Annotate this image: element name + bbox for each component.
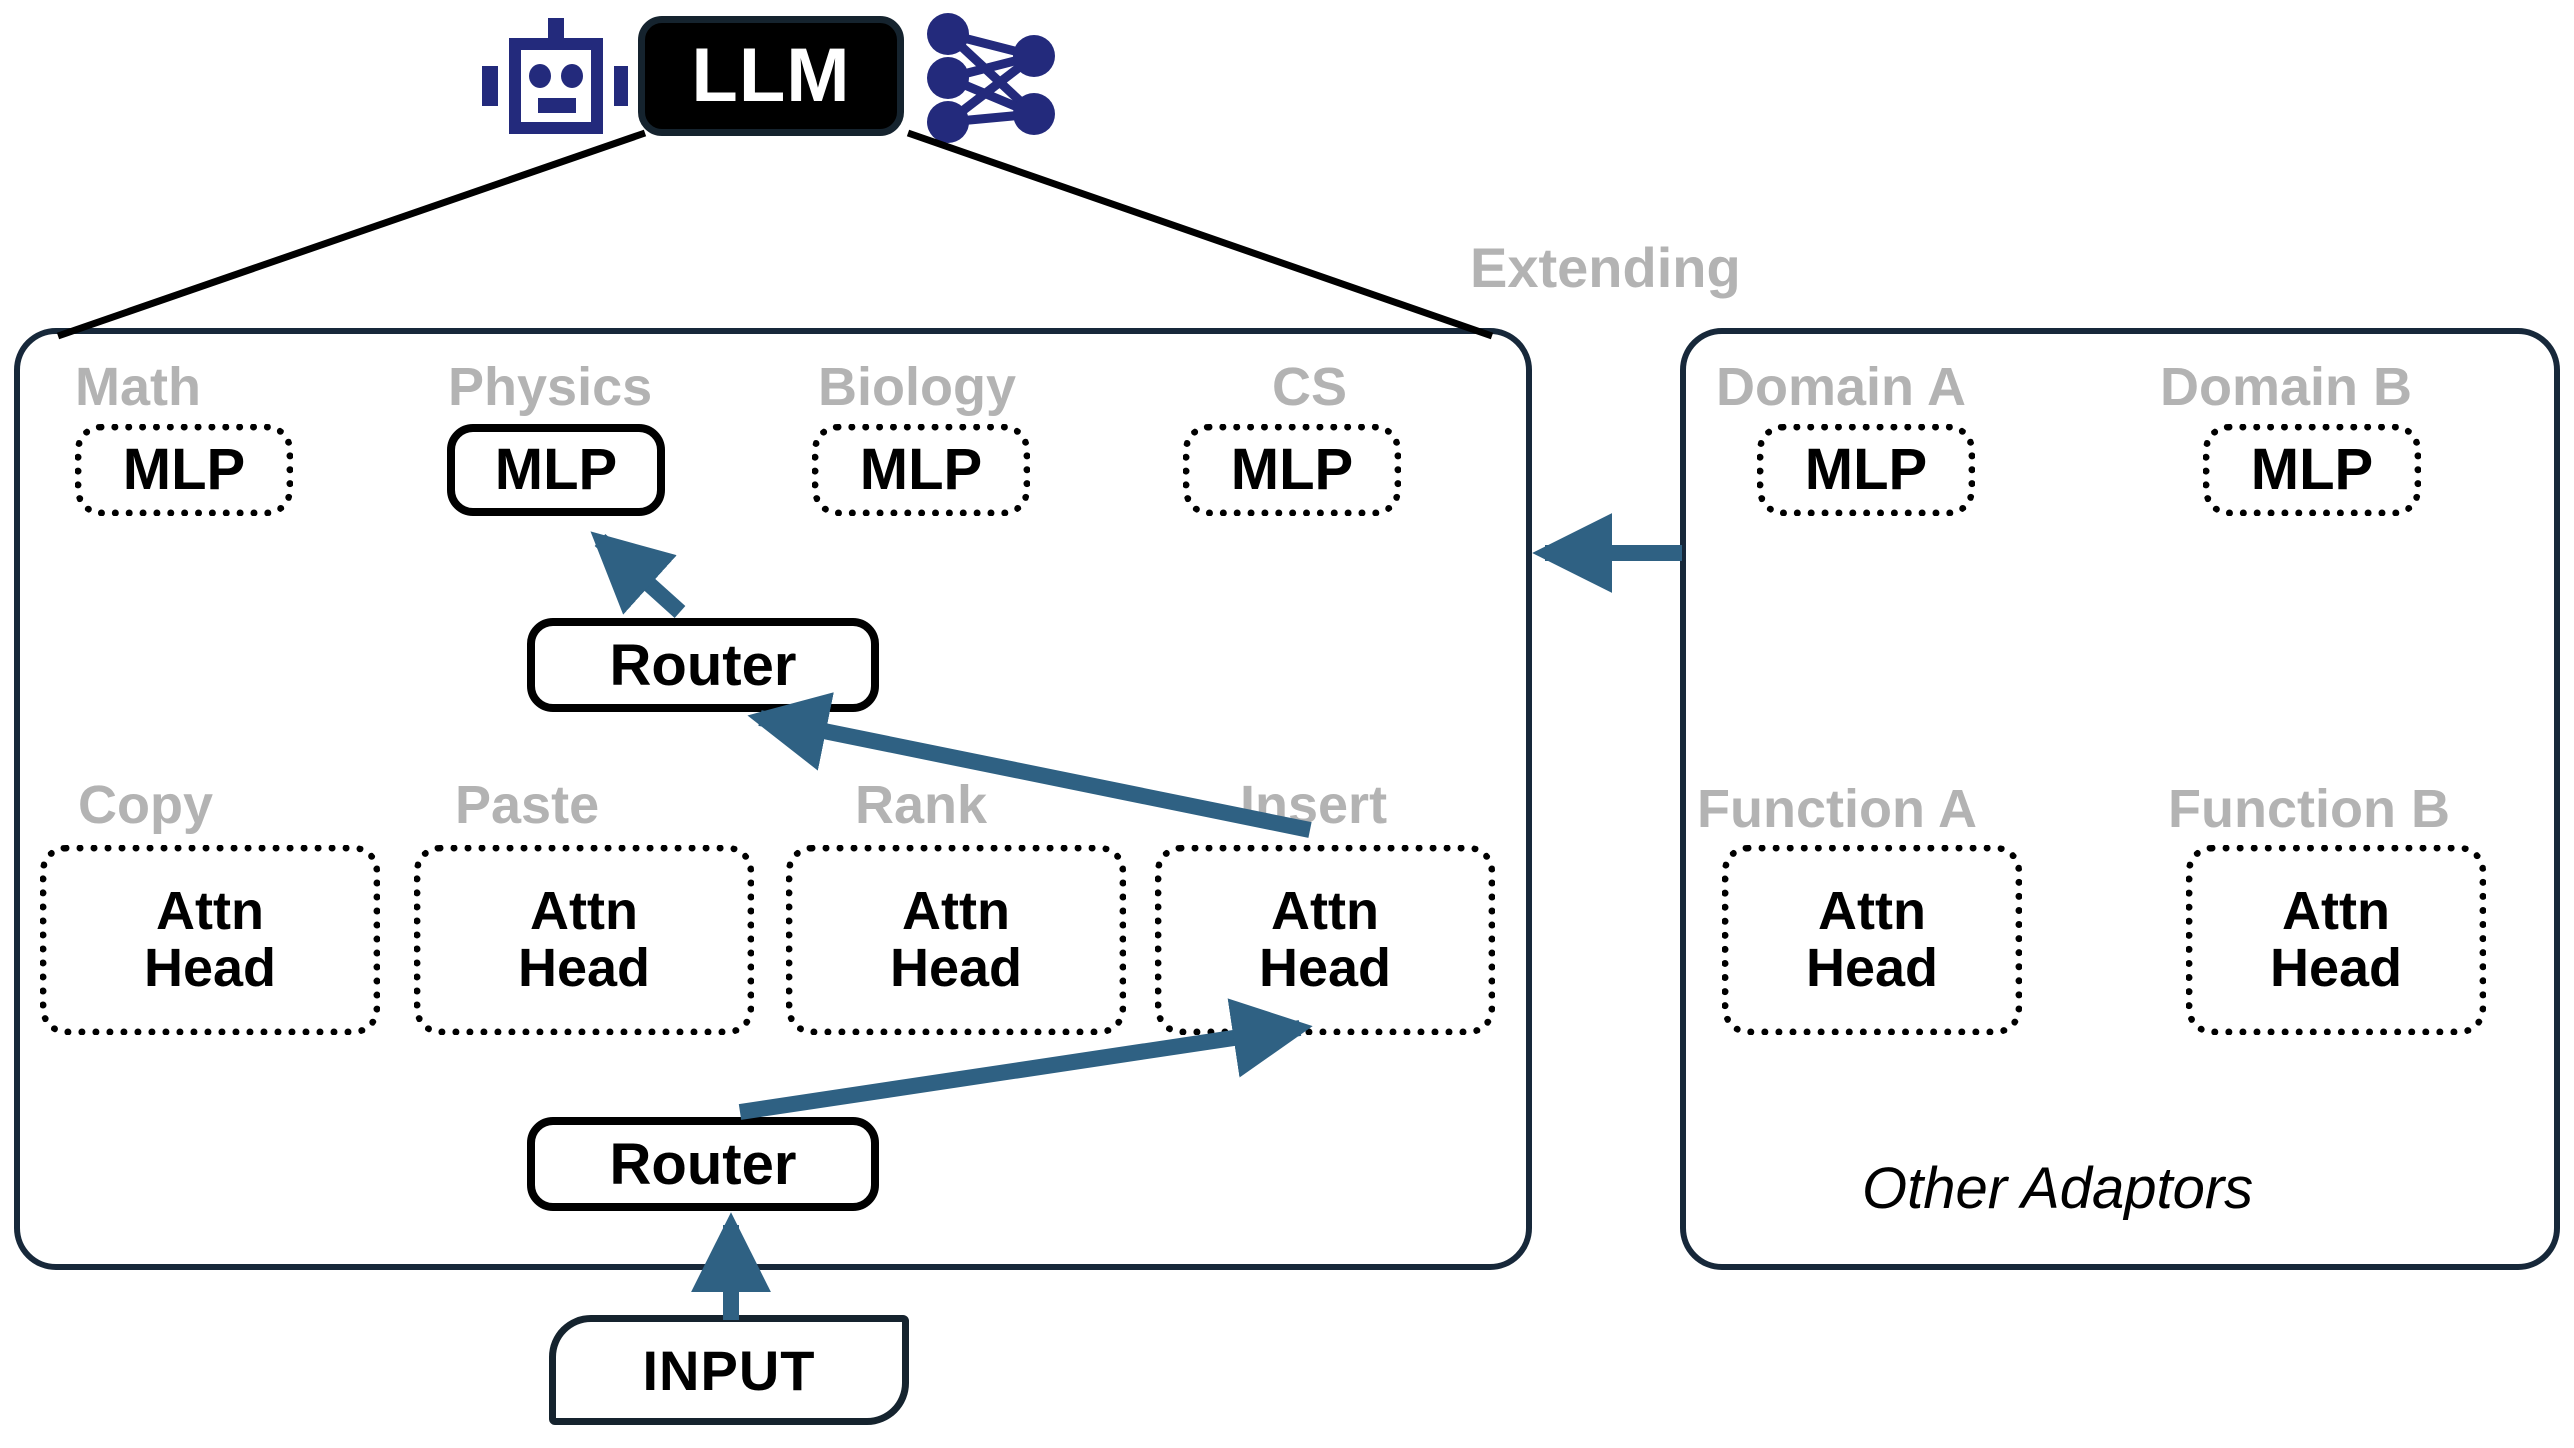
adaptor-attn-paste-text: Attn Head [518,883,650,996]
adaptor-attn-rank-line2: Head [889,938,1023,998]
adaptor-attn-copy[interactable]: Attn Head [40,845,380,1035]
adaptor-attn-rank[interactable]: Attn Head [786,845,1126,1035]
adaptor-mlp-cs[interactable]: MLP [1183,424,1401,516]
llm-box: LLM [638,16,904,136]
adaptor-mlp-math[interactable]: MLP [75,424,293,516]
adaptor-attn-paste-line2: Head [517,938,651,998]
other-adaptors-note: Other Adaptors [1862,1156,2254,1221]
adaptor-mlp-domain-a[interactable]: MLP [1757,424,1975,516]
group-label-domain-a: Domain A [1716,357,1967,417]
adaptor-attn-function-a[interactable]: Attn Head [1722,845,2022,1035]
robot-icon [482,18,628,134]
group-label-function-b: Function B [2168,779,2450,839]
adaptor-mlp-physics-active[interactable]: MLP [447,424,665,516]
input-label: INPUT [642,1338,816,1402]
adaptor-mlp-physics-label: MLP [494,436,618,502]
adaptor-mlp-domain-b-label: MLP [2250,436,2374,502]
adaptor-attn-rank-text: Attn Head [890,883,1022,996]
router-attn-label: Router [609,1131,797,1197]
router-attn[interactable]: Router [527,1117,879,1211]
adaptor-attn-function-b-line2: Head [2269,938,2403,998]
adaptor-attn-insert[interactable]: Attn Head [1155,845,1495,1035]
adaptor-attn-copy-text: Attn Head [144,883,276,996]
adaptor-attn-insert-text: Attn Head [1259,883,1391,996]
group-label-rank: Rank [855,775,988,835]
adaptor-attn-paste[interactable]: Attn Head [414,845,754,1035]
adaptor-mlp-domain-b[interactable]: MLP [2203,424,2421,516]
adaptor-mlp-biology[interactable]: MLP [812,424,1030,516]
adaptor-attn-copy-line2: Head [143,938,277,998]
group-label-biology: Biology [818,357,1016,417]
adaptor-attn-function-a-line1: Attn [1818,881,1926,942]
adaptor-attn-function-b[interactable]: Attn Head [2186,845,2486,1035]
adaptor-attn-copy-line1: Attn [156,881,264,942]
group-label-insert: Insert [1240,775,1388,835]
extending-label: Extending [1470,236,1741,299]
adaptor-mlp-cs-label: MLP [1230,436,1354,502]
adaptor-attn-function-b-text: Attn Head [2270,883,2402,996]
adaptor-attn-insert-line2: Head [1258,938,1392,998]
router-mlp-label: Router [609,632,797,698]
input-node[interactable]: INPUT [549,1315,909,1425]
group-label-physics: Physics [448,357,653,417]
adaptor-attn-function-a-text: Attn Head [1806,883,1938,996]
adaptor-mlp-biology-label: MLP [859,436,983,502]
router-mlp[interactable]: Router [527,618,879,712]
group-label-domain-b: Domain B [2160,357,2413,417]
adaptor-attn-function-b-line1: Attn [2282,881,2390,942]
adaptor-mlp-domain-a-label: MLP [1804,436,1928,502]
adaptor-attn-insert-line1: Attn [1271,881,1379,942]
group-label-cs: CS [1272,357,1348,417]
group-label-math: Math [75,357,201,417]
llm-fan-lines [56,129,1494,340]
group-label-function-a: Function A [1697,779,1977,839]
adaptor-mlp-math-label: MLP [122,436,246,502]
group-label-paste: Paste [455,775,600,835]
adaptor-attn-rank-line1: Attn [902,881,1010,942]
llm-header-cluster: LLM [470,4,1130,144]
adaptor-attn-function-a-line2: Head [1805,938,1939,998]
neural-network-icon [927,13,1055,143]
llm-label: LLM [691,33,851,118]
group-label-copy: Copy [78,775,213,835]
adaptor-attn-paste-line1: Attn [530,881,638,942]
